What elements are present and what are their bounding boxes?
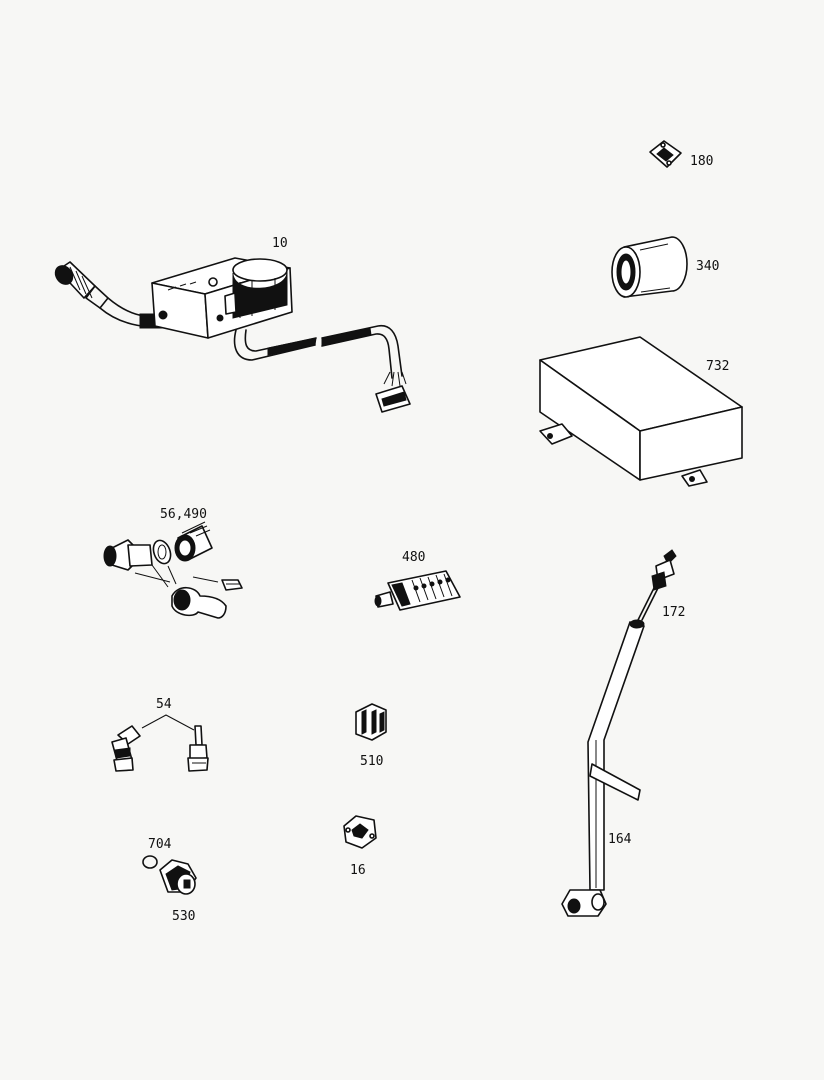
callout-10: 10 bbox=[272, 236, 288, 251]
callout-54: 54 bbox=[156, 697, 172, 712]
part-56-490-set bbox=[103, 521, 243, 619]
part-510-plug bbox=[355, 703, 387, 741]
part-10-combination-switch bbox=[54, 257, 411, 413]
part-54-fittings bbox=[111, 714, 209, 772]
callout-180: 180 bbox=[690, 154, 713, 169]
part-480-connector bbox=[374, 570, 461, 611]
part-180-gasket bbox=[649, 140, 682, 168]
callout-510: 510 bbox=[360, 754, 383, 769]
part-732-box bbox=[539, 336, 743, 487]
part-164-support-column bbox=[561, 619, 645, 917]
callout-340: 340 bbox=[696, 259, 719, 274]
callout-480: 480 bbox=[402, 550, 425, 565]
callout-704: 704 bbox=[148, 837, 172, 852]
part-340-bushing bbox=[611, 236, 688, 298]
callout-56-490: 56,490 bbox=[160, 507, 207, 522]
callout-16: 16 bbox=[350, 863, 366, 878]
callout-164: 164 bbox=[608, 832, 632, 847]
part-172-control-cable bbox=[637, 549, 677, 621]
callout-732: 732 bbox=[706, 359, 729, 374]
callout-172: 172 bbox=[662, 605, 685, 620]
callout-530: 530 bbox=[172, 909, 195, 924]
part-16-gasket bbox=[343, 815, 377, 849]
part-530-hex-plug bbox=[159, 859, 197, 895]
part-704-o-ring bbox=[142, 855, 158, 869]
